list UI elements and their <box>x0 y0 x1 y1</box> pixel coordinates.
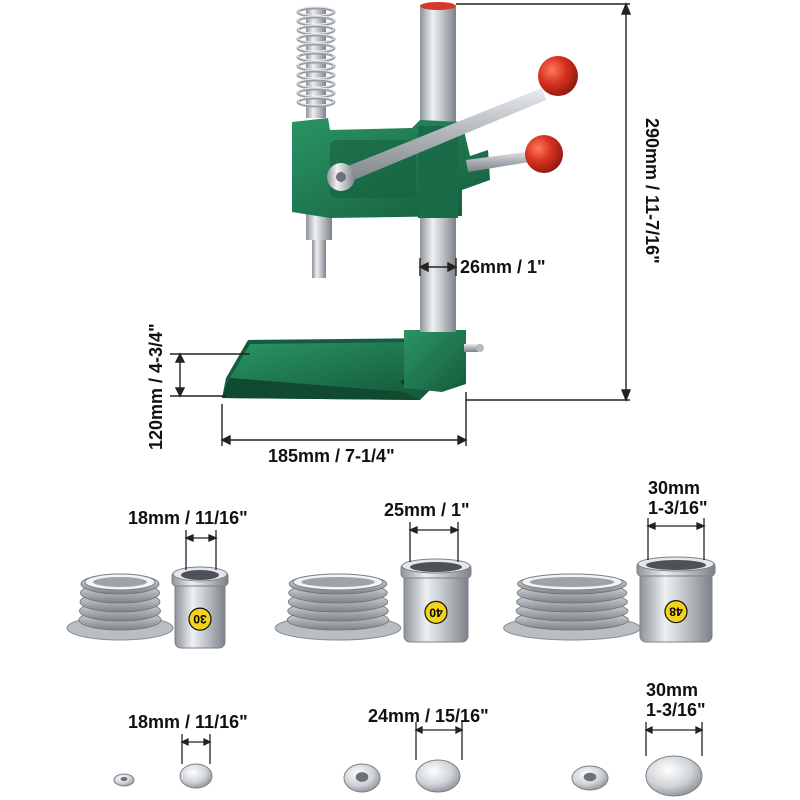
button-press-machine <box>222 2 578 400</box>
button-dimension-1 <box>180 734 212 764</box>
die-cup-3: 48 <box>636 556 716 643</box>
lever-knob-lower <box>525 135 563 173</box>
die-2-size-label: 25mm / 1" <box>384 500 470 520</box>
button-2-size-label: 24mm / 15/16" <box>368 706 489 726</box>
die-sets: 30 40 48 <box>66 518 716 797</box>
die-set-3: 48 <box>503 518 716 797</box>
button-dimension-2 <box>414 722 464 760</box>
die-3-size-label-line1: 30mm <box>648 478 701 498</box>
die-anvil-3 <box>503 573 641 641</box>
dimension-lines <box>170 2 632 446</box>
return-spring <box>296 6 336 118</box>
die-set-2: 40 <box>274 522 472 793</box>
base-width-label: 185mm / 7-1/4" <box>268 446 395 466</box>
die-badge-2: 40 <box>429 605 443 619</box>
die-badge-3: 48 <box>669 605 683 619</box>
die-anvil-2 <box>274 573 402 641</box>
column-foot <box>404 330 484 392</box>
die-set-1: 30 <box>66 530 229 789</box>
finished-buttons-3 <box>571 755 703 797</box>
die-anvil-1 <box>66 573 174 641</box>
die-dimension-2 <box>408 522 460 562</box>
press-lever <box>327 88 546 191</box>
finished-buttons-1 <box>113 763 213 789</box>
die-cup-1: 30 <box>171 566 229 649</box>
die-3-size-label-line2: 1-3/16" <box>648 498 708 518</box>
die-badge-1: 30 <box>193 612 207 626</box>
base-height-label: 120mm / 4-3/4" <box>146 323 166 450</box>
die-dimension-1 <box>184 530 218 570</box>
button-1-size-label: 18mm / 11/16" <box>128 712 248 732</box>
button-3-size-label-line1: 30mm <box>646 680 699 700</box>
button-3-size-label-line2: 1-3/16" <box>646 700 706 720</box>
die-dimension-3 <box>646 518 706 560</box>
machine-height-label: 290mm / 11-7/16" <box>642 118 662 264</box>
machine-base <box>222 338 440 400</box>
lever-knob-upper <box>538 56 578 96</box>
column-width-label: 26mm / 1" <box>460 257 546 277</box>
button-dimension-3 <box>644 722 704 756</box>
die-cup-2: 40 <box>400 558 472 643</box>
finished-buttons-2 <box>343 759 461 793</box>
die-1-size-label: 18mm / 11/16" <box>128 508 248 528</box>
